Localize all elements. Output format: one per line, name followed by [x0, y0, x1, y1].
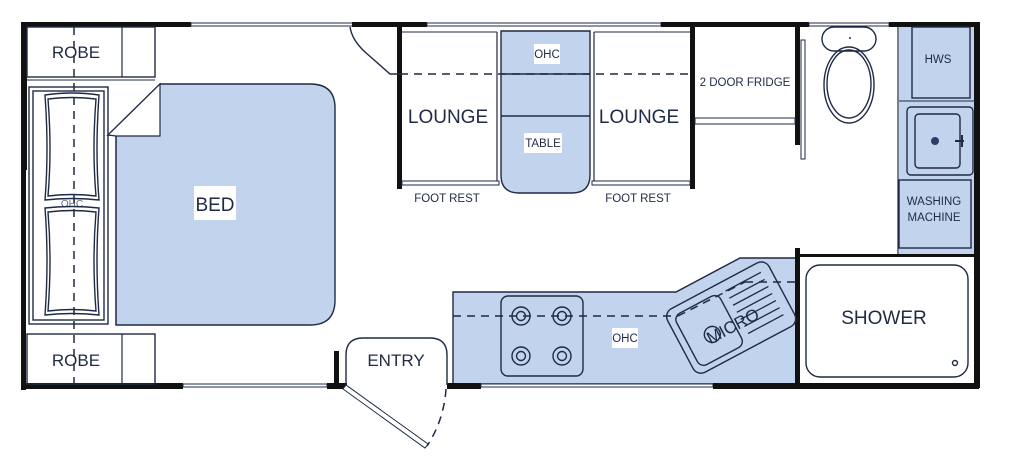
basin-icon: [906, 106, 974, 176]
bathroom-partition: [795, 24, 800, 145]
bedhead-ohc-label: OHC: [61, 199, 83, 210]
fridge: [694, 117, 796, 125]
washing-machine: [898, 179, 972, 249]
foot-rest-right-label: FOOT REST: [605, 193, 671, 205]
robe-bottom: [26, 333, 156, 385]
washing-machine-label-1: WASHING: [907, 196, 962, 208]
wall-right: [974, 22, 980, 388]
entry-step: [345, 337, 448, 385]
bedhead-cabinet: [28, 86, 109, 325]
shower-label: SHOWER: [841, 308, 927, 329]
wall-bottom: [21, 383, 183, 389]
bed-corner-cutout: [106, 82, 161, 137]
lounge-right-label: LOUNGE: [599, 107, 679, 128]
robe-bottom-label: ROBE: [52, 351, 100, 370]
wall-top: [21, 22, 191, 27]
bed-label: BED: [195, 195, 234, 216]
hws-label: HWS: [925, 54, 952, 66]
robe-top-label: ROBE: [52, 43, 100, 62]
dinette-table: [500, 30, 591, 194]
pillow-icon: [44, 205, 100, 316]
dinette-ohc-label: OHC: [534, 49, 560, 61]
kitchen-ohc-label: OHC: [612, 333, 638, 345]
toilet-icon: [821, 26, 877, 124]
lounge-left: [401, 31, 500, 186]
bedroom-door-swing-icon: [349, 26, 400, 75]
lounge-right-partition: [690, 24, 695, 189]
shower: [805, 264, 969, 378]
door-swing-icon: [342, 384, 447, 449]
lounge-right: [591, 31, 691, 186]
robe-top: [26, 26, 156, 81]
pillow-icon: [44, 92, 100, 201]
washing-machine-label-2: MACHINE: [907, 212, 960, 224]
fridge-label: 2 DOOR FRIDGE: [700, 77, 791, 89]
table-label: TABLE: [525, 138, 561, 150]
lounge-left-label: LOUNGE: [408, 107, 488, 128]
entry-label: ENTRY: [367, 351, 424, 370]
lounge-left-partition: [397, 24, 402, 189]
foot-rest-left-label: FOOT REST: [414, 193, 480, 205]
